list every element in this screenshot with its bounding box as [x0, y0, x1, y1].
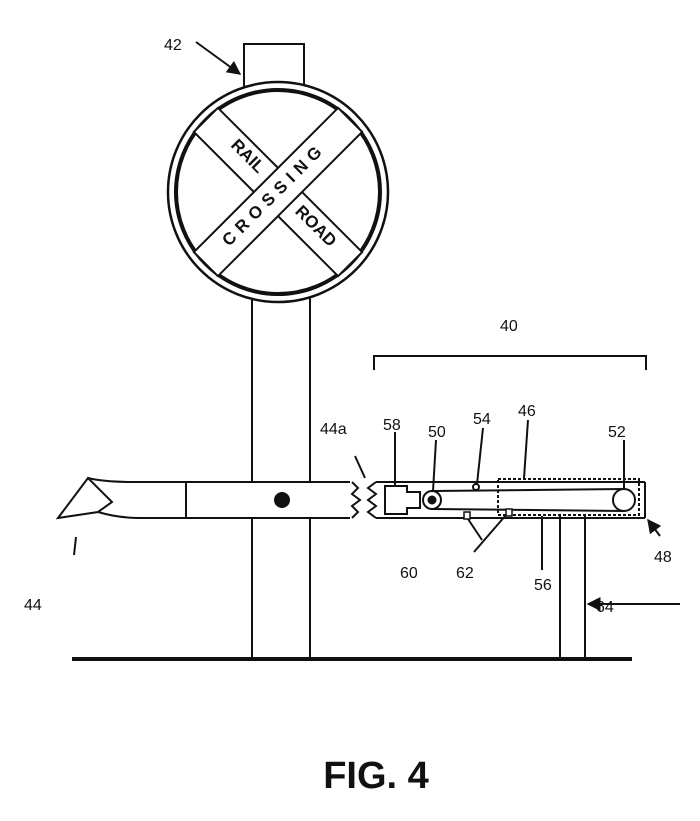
bracket-40: [374, 356, 646, 370]
label-44: 44: [24, 597, 42, 614]
label-58: 58: [383, 417, 401, 434]
sensor-62: [506, 509, 512, 516]
label-56: 56: [534, 577, 552, 594]
limit-switch: [473, 484, 479, 490]
idler-pulley: [613, 489, 635, 511]
label-46: 46: [518, 403, 536, 420]
leader-lines: [74, 42, 680, 604]
label-62: 62: [456, 565, 474, 582]
label-60: 60: [400, 565, 418, 582]
label-64: 64: [596, 599, 614, 616]
drive-belt-bottom: [432, 509, 624, 511]
label-52: 52: [608, 424, 626, 441]
crossbuck-sign: RAIL ROAD CROSSING: [168, 82, 388, 302]
gate-arm: [58, 478, 360, 522]
pivot-point: [274, 492, 290, 508]
motor: [385, 486, 420, 514]
label-42: 42: [164, 37, 182, 54]
sensor-60: [464, 512, 470, 519]
label-44a: 44a: [320, 421, 347, 438]
figure-caption: FIG. 4: [323, 755, 429, 797]
label-48: 48: [654, 549, 672, 566]
label-40: 40: [500, 318, 518, 335]
drive-belt-top: [432, 489, 624, 491]
label-54: 54: [473, 411, 491, 428]
label-50: 50: [428, 424, 446, 441]
support-post: [560, 515, 585, 659]
